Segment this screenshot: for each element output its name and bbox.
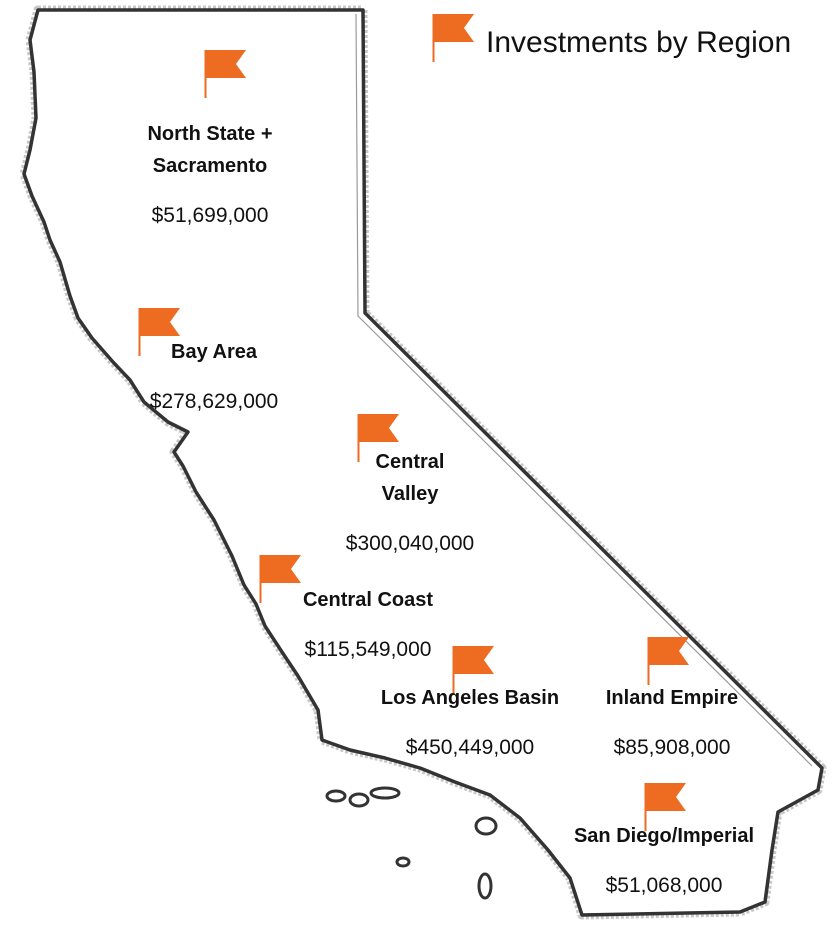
flag-icon bbox=[452, 646, 494, 694]
island bbox=[369, 786, 401, 800]
region-inland-empire: Inland Empire $85,908,000 bbox=[542, 682, 802, 764]
legend-label: Investments by Region bbox=[486, 26, 792, 59]
flag-icon bbox=[204, 50, 246, 98]
region-name: Inland Empire bbox=[605, 687, 739, 709]
island bbox=[395, 856, 411, 868]
nevada-border-inner-line bbox=[355, 13, 813, 767]
region-amount: $300,040,000 bbox=[345, 532, 475, 555]
region-central-valley: Central Valley $300,040,000 bbox=[280, 446, 540, 560]
island bbox=[477, 872, 493, 900]
region-name: North State + Sacramento bbox=[147, 123, 273, 177]
region-central-coast: Central Coast $115,549,000 bbox=[238, 584, 498, 666]
island bbox=[325, 789, 347, 803]
region-san-diego-imperial: San Diego/Imperial $51,068,000 bbox=[534, 820, 794, 902]
region-north-state-sacramento: North State + Sacramento $51,699,000 bbox=[80, 118, 340, 232]
region-name: Central Coast bbox=[302, 589, 434, 611]
region-los-angeles-basin: Los Angeles Basin $450,449,000 bbox=[340, 682, 600, 764]
region-amount: $278,629,000 bbox=[149, 390, 279, 413]
region-amount: $51,699,000 bbox=[151, 204, 269, 227]
island bbox=[474, 816, 498, 836]
region-name: Bay Area bbox=[171, 341, 257, 363]
legend: Investments by Region bbox=[432, 14, 791, 62]
region-amount: $85,908,000 bbox=[613, 736, 731, 759]
region-amount: $115,549,000 bbox=[304, 638, 432, 661]
region-amount: $51,068,000 bbox=[605, 874, 723, 897]
flag-icon bbox=[647, 637, 689, 685]
flag-icon bbox=[357, 414, 399, 462]
flag-icon bbox=[432, 14, 474, 62]
california-outline bbox=[22, 8, 824, 917]
island bbox=[348, 792, 370, 808]
flag-icon bbox=[644, 783, 686, 831]
region-name: Central Valley bbox=[375, 451, 445, 505]
region-name: Los Angeles Basin bbox=[380, 687, 560, 709]
region-name: San Diego/Imperial bbox=[573, 825, 755, 847]
region-bay-area: Bay Area $278,629,000 bbox=[84, 336, 344, 418]
flag-icon bbox=[259, 555, 301, 603]
flag-icon bbox=[138, 308, 180, 356]
region-amount: $450,449,000 bbox=[405, 736, 535, 759]
